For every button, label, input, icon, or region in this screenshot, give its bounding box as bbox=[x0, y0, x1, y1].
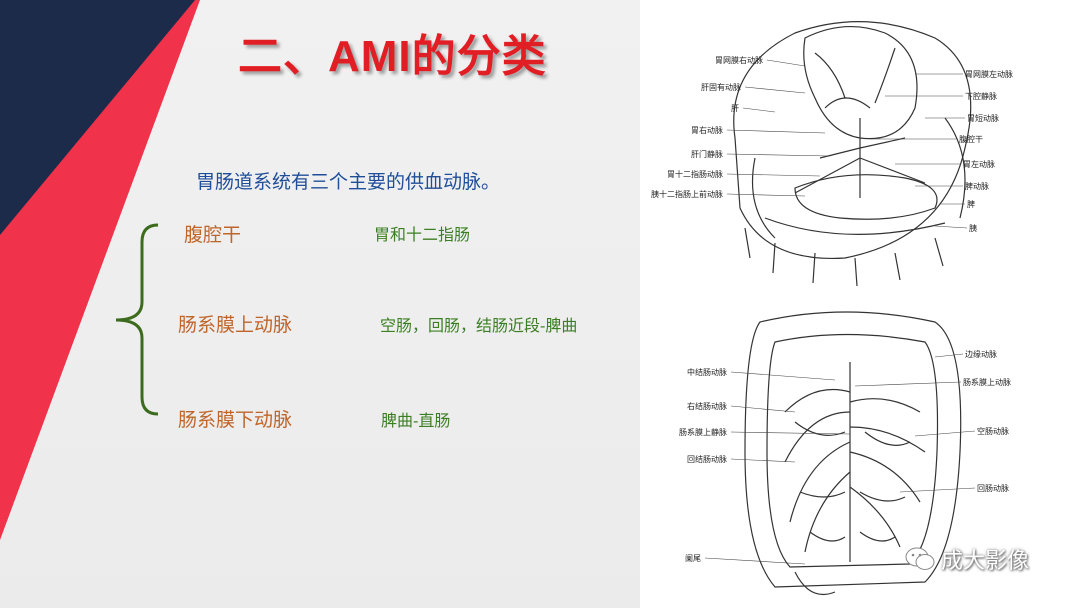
intro-text: 胃肠道系统有三个主要的供血动脉。 bbox=[196, 171, 501, 193]
corner-decoration bbox=[0, 0, 200, 540]
label-tl-5: 胃十二指肠动脉 bbox=[667, 169, 723, 179]
label-br-3: 回肠动脉 bbox=[977, 483, 1009, 493]
label-tr-3: 腹腔干 bbox=[959, 134, 983, 144]
bottom-left-labels: 中结肠动脉 右结肠动脉 肠系膜上静脉 回结肠动脉 阑尾 bbox=[679, 367, 851, 565]
label-tl-1: 肝固有动脉 bbox=[701, 82, 741, 92]
bottom-right-labels: 边缘动脉 肠系膜上动脉 空肠动脉 回肠动脉 bbox=[854, 349, 1011, 493]
label-br-0: 边缘动脉 bbox=[965, 349, 997, 359]
label-bl-3: 回结肠动脉 bbox=[687, 454, 727, 464]
label-tr-0: 胃网膜左动脉 bbox=[965, 69, 1013, 79]
artery-celiac: 腹腔干 bbox=[184, 224, 242, 246]
label-tr-2: 胃短动脉 bbox=[967, 113, 999, 123]
top-left-labels: 胃网膜右动脉 肝固有动脉 肝 胃右动脉 肝门静脉 胃十二指肠动脉 胰十二指肠上前… bbox=[651, 55, 831, 199]
label-bl-0: 中结肠动脉 bbox=[687, 367, 727, 377]
region-ima: 脾曲-直肠 bbox=[381, 411, 451, 430]
label-tr-5: 脾动脉 bbox=[965, 181, 989, 191]
label-tl-6: 胰十二指肠上前动脉 bbox=[651, 189, 723, 199]
artery-sma: 肠系膜上动脉 bbox=[178, 314, 293, 336]
label-br-1: 肠系膜上动脉 bbox=[963, 377, 1011, 387]
sma-figure: 中结肠动脉 右结肠动脉 肠系膜上静脉 回结肠动脉 阑尾 边缘动脉 肠系膜上动脉 … bbox=[679, 311, 1011, 596]
label-bl-1: 右结肠动脉 bbox=[687, 401, 727, 411]
label-tr-1: 下腔静脉 bbox=[965, 91, 997, 101]
label-bl-2: 肠系膜上静脉 bbox=[679, 427, 727, 437]
label-bl-4: 阑尾 bbox=[685, 553, 701, 563]
artery-ima: 肠系膜下动脉 bbox=[178, 409, 293, 431]
label-tl-4: 肝门静脉 bbox=[691, 149, 723, 159]
navy-triangle bbox=[0, 0, 195, 235]
watermark-text: 成大影像 bbox=[941, 549, 1030, 574]
celiac-trunk-figure: 胃网膜右动脉 肝固有动脉 肝 胃右动脉 肝门静脉 胃十二指肠动脉 胰十二指肠上前… bbox=[651, 21, 1013, 287]
slide-title: 二、AMI的分类 bbox=[238, 32, 547, 81]
label-tl-2: 肝 bbox=[731, 104, 739, 113]
curly-brace bbox=[115, 223, 159, 416]
label-tr-7: 胰 bbox=[969, 223, 977, 233]
label-br-2: 空肠动脉 bbox=[977, 426, 1009, 436]
region-celiac: 胃和十二指肠 bbox=[374, 225, 471, 244]
label-tr-6: 脾 bbox=[967, 199, 975, 209]
label-tl-0: 胃网膜右动脉 bbox=[715, 55, 763, 65]
wechat-icon bbox=[905, 547, 935, 570]
label-tl-3: 胃右动脉 bbox=[691, 125, 723, 135]
watermark: 成大影像 bbox=[905, 543, 1029, 575]
label-tr-4: 胃左动脉 bbox=[963, 159, 995, 169]
region-sma: 空肠，回肠，结肠近段-脾曲 bbox=[380, 316, 578, 335]
top-right-labels: 胃网膜左动脉 下腔静脉 胃短动脉 腹腔干 胃左动脉 脾动脉 脾 胰 bbox=[870, 69, 1013, 233]
